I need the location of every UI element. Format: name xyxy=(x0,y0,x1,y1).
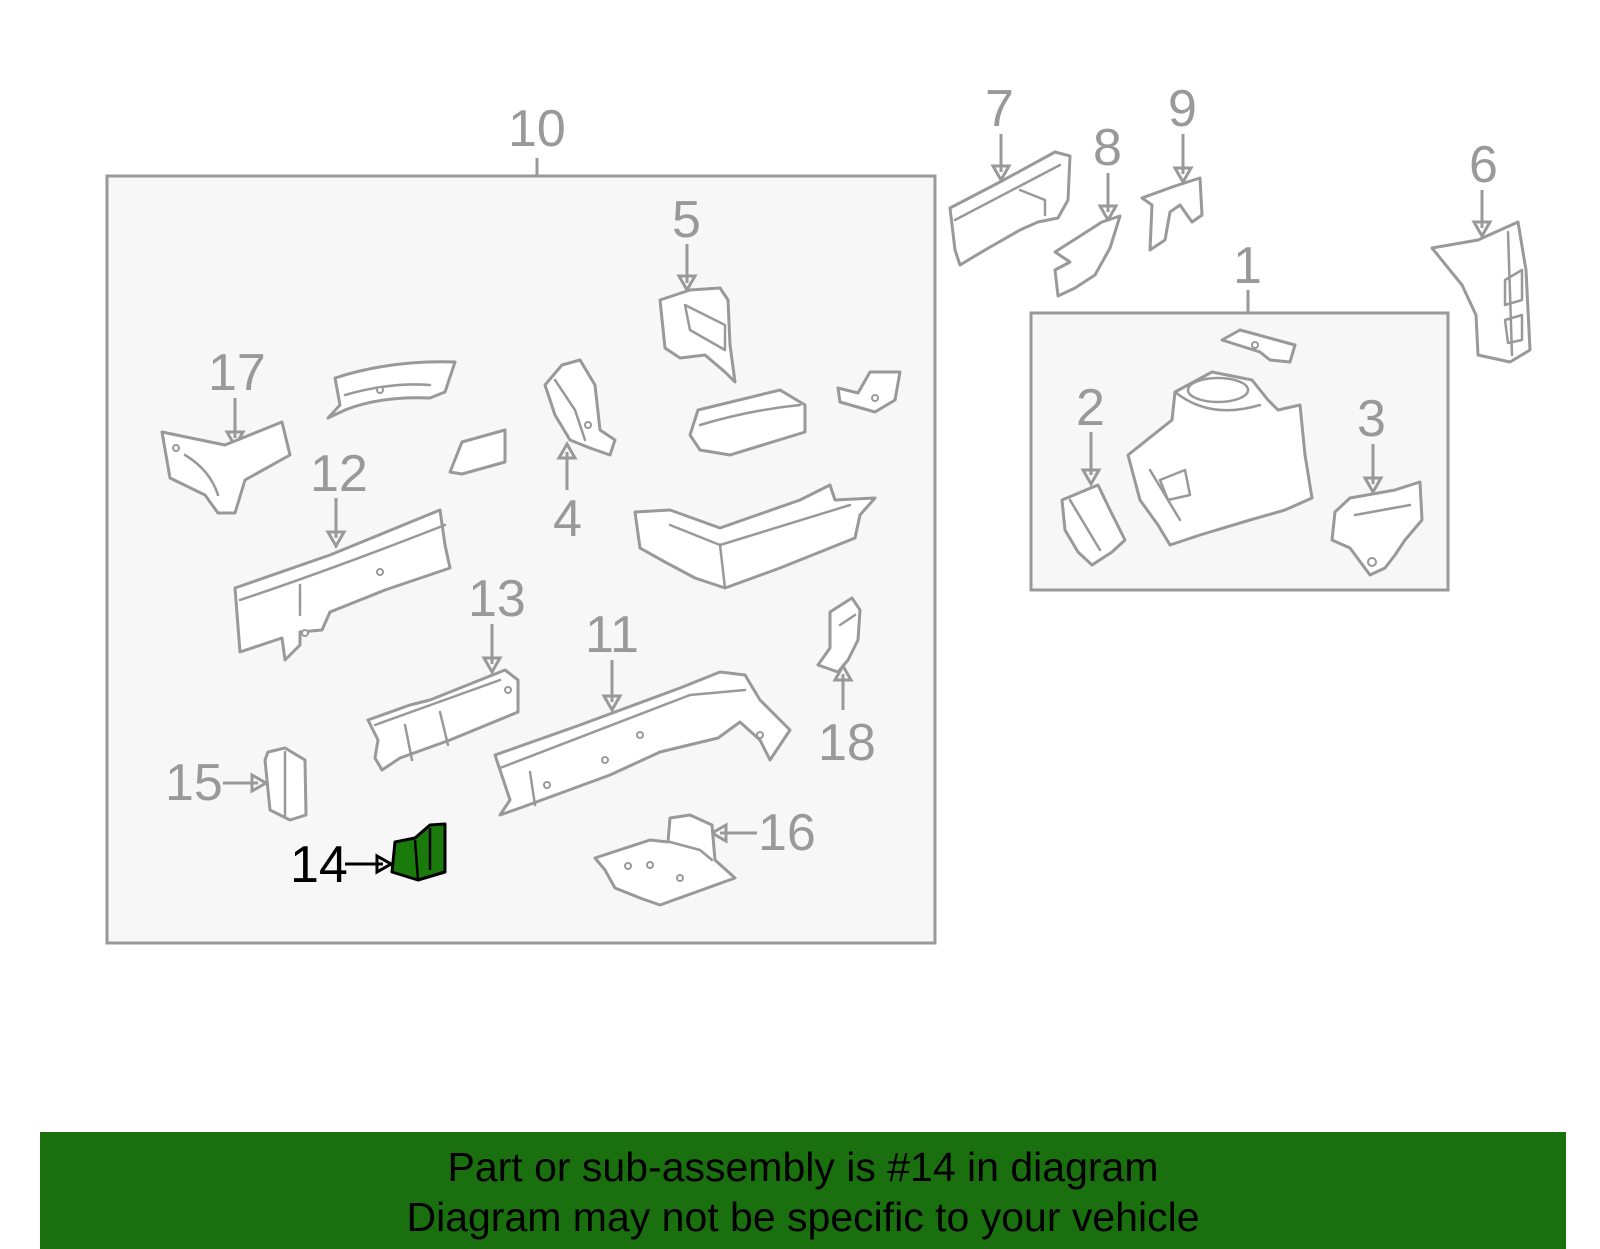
svg-text:6: 6 xyxy=(1469,136,1498,194)
svg-text:10: 10 xyxy=(508,100,566,158)
svg-text:7: 7 xyxy=(985,80,1014,138)
callout-1[interactable]: 1 xyxy=(1233,237,1262,313)
svg-text:9: 9 xyxy=(1168,80,1197,138)
part-16[interactable]: 16 xyxy=(593,804,816,907)
part-17[interactable]: 17 xyxy=(160,344,292,515)
svg-text:17: 17 xyxy=(208,344,266,402)
part-8[interactable]: 8 xyxy=(1053,119,1122,298)
part-5[interactable]: 5 xyxy=(658,191,737,384)
callout-10[interactable]: 10 xyxy=(508,100,566,176)
part-7[interactable]: 7 xyxy=(948,80,1072,267)
svg-text:18: 18 xyxy=(818,714,876,772)
svg-text:16: 16 xyxy=(758,804,816,862)
part-small-top-box1[interactable] xyxy=(1220,328,1297,364)
part-3[interactable]: 3 xyxy=(1330,390,1424,577)
part-2[interactable]: 2 xyxy=(1060,379,1127,567)
part-channel-mid[interactable] xyxy=(688,388,807,457)
svg-text:8: 8 xyxy=(1093,119,1122,177)
part-13[interactable]: 13 xyxy=(366,570,526,772)
part-9[interactable]: 9 xyxy=(1140,80,1204,252)
part-small-bracket[interactable] xyxy=(836,370,902,414)
banner-line-1: Part or sub-assembly is #14 in diagram xyxy=(447,1144,1159,1190)
svg-text:12: 12 xyxy=(310,445,368,503)
svg-text:1: 1 xyxy=(1233,237,1262,295)
svg-text:4: 4 xyxy=(553,490,582,548)
svg-text:2: 2 xyxy=(1076,379,1105,437)
part-6[interactable]: 6 xyxy=(1430,136,1532,364)
svg-text:11: 11 xyxy=(585,606,639,664)
part-14[interactable]: 14 xyxy=(290,822,447,894)
part-rail-mid[interactable] xyxy=(633,483,877,590)
svg-text:3: 3 xyxy=(1357,390,1386,448)
info-banner: Part or sub-assembly is #14 in diagram D… xyxy=(40,1132,1566,1249)
part-12[interactable]: 12 xyxy=(233,445,452,662)
part-15[interactable]: 15 xyxy=(165,746,308,822)
svg-text:5: 5 xyxy=(672,191,701,249)
part-4[interactable]: 4 xyxy=(543,358,617,548)
svg-text:15: 15 xyxy=(165,754,223,812)
part-panel-upper[interactable] xyxy=(326,360,457,420)
part-18[interactable]: 18 xyxy=(816,596,876,772)
part-11[interactable]: 11 xyxy=(493,606,792,817)
banner-line-2: Diagram may not be specific to your vehi… xyxy=(406,1194,1200,1240)
svg-text:13: 13 xyxy=(468,570,526,628)
part-small-plate[interactable] xyxy=(448,428,507,476)
part-strut-tower[interactable] xyxy=(1126,370,1314,547)
svg-text:14: 14 xyxy=(290,836,348,894)
